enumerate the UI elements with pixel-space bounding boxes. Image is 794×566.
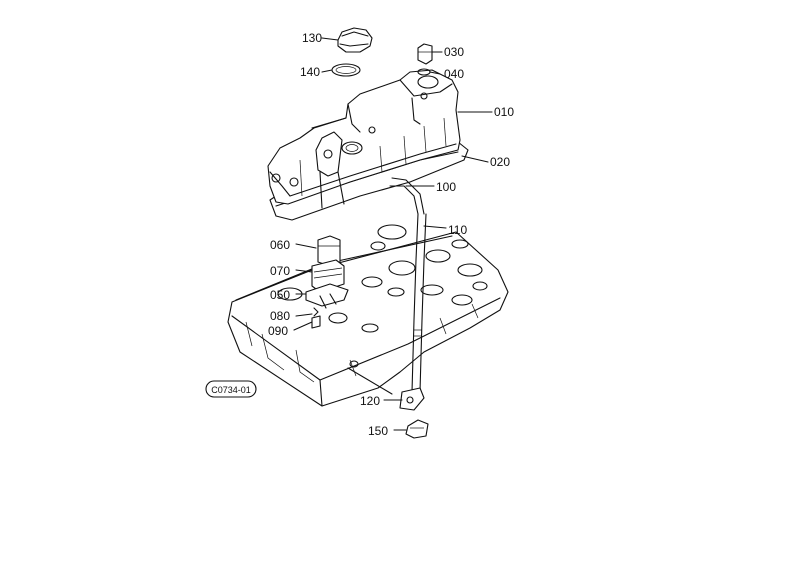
callout-010: 010: [494, 105, 514, 119]
cylinder-head-cover: [267, 69, 461, 209]
valve-plate: [305, 283, 349, 309]
breather-pipe: [389, 177, 425, 215]
valve-screw: [311, 315, 321, 329]
filler-o-ring: [331, 63, 361, 77]
callout-120: 120: [360, 394, 380, 408]
callout-030: 030: [444, 45, 464, 59]
callout-150: 150: [368, 424, 388, 438]
leader-lines: [293, 37, 493, 431]
callout-070: 070: [270, 264, 290, 278]
figure-code-badge: C0734-01: [205, 380, 257, 398]
callout-130: 130: [302, 31, 322, 45]
callout-080: 080: [270, 309, 290, 323]
callout-100: 100: [436, 180, 456, 194]
callout-140: 140: [300, 65, 320, 79]
callout-020: 020: [490, 155, 510, 169]
gauge-cap: [405, 419, 429, 439]
callout-060: 060: [270, 238, 290, 252]
callout-090: 090: [268, 324, 288, 338]
figure-code: C0734-01: [211, 385, 251, 395]
gauge-clamp: [399, 387, 425, 411]
valve-body: [317, 235, 341, 267]
cover-nut: [417, 43, 433, 65]
callout-110: 110: [448, 223, 467, 237]
oil-level-gauge-guide: [411, 213, 427, 393]
callout-labels: 130 140 030 040 010 020 100 110 060 070 …: [268, 31, 514, 438]
valve-spring: [313, 307, 319, 317]
oil-filler-cap: [337, 27, 373, 53]
callout-040: 040: [444, 67, 464, 81]
valve-housing: [311, 259, 345, 293]
callout-050: 050: [270, 288, 290, 302]
